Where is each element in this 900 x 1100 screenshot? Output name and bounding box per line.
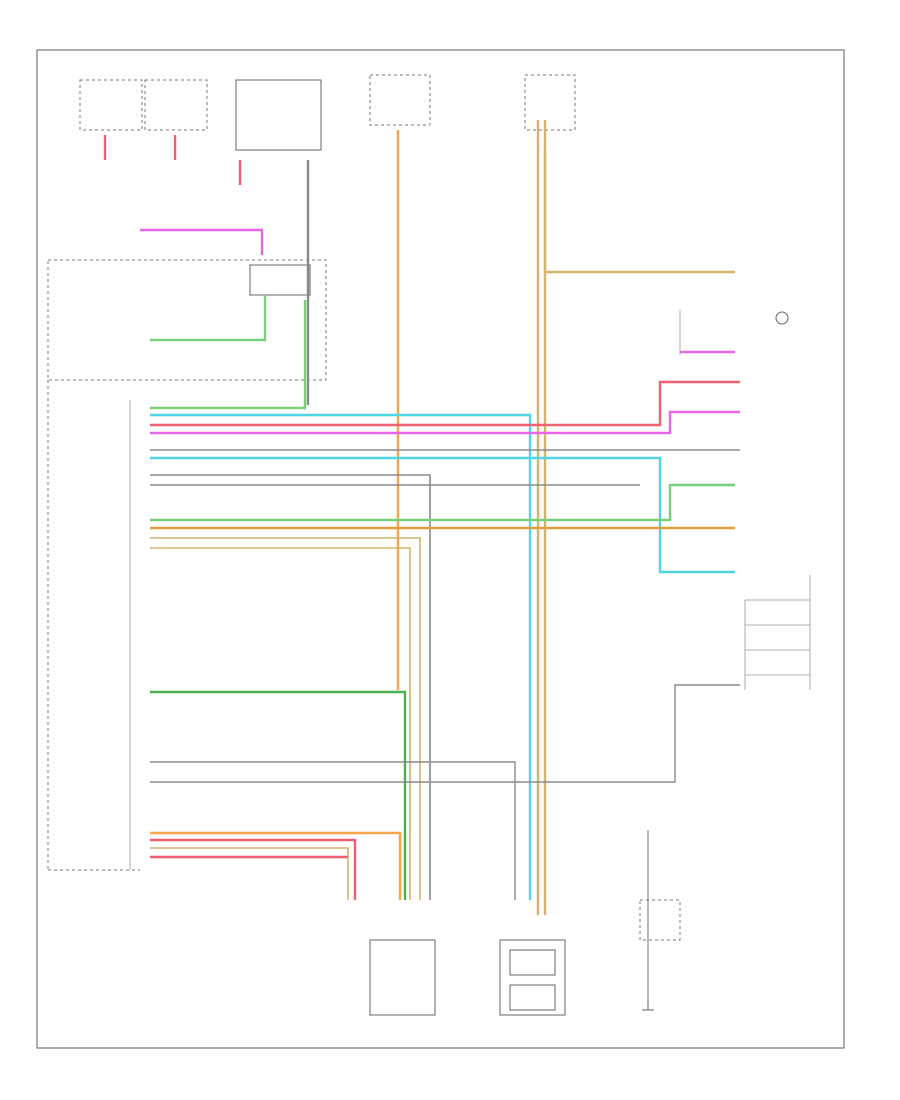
wire-tan-2 <box>150 537 421 900</box>
wire-pink-3 <box>150 838 357 900</box>
wire-gray-5 <box>150 684 740 783</box>
wire-magenta-top <box>140 228 264 255</box>
diagram-frame <box>36 49 845 1049</box>
wire-magenta-1 <box>150 410 740 435</box>
module-outline <box>47 259 327 381</box>
wire-tan-top-right <box>543 150 735 274</box>
switch-box <box>249 264 311 296</box>
shift-motor-box <box>369 939 436 1016</box>
wire-pink-1 <box>150 380 740 427</box>
wire-green-2 <box>150 483 735 522</box>
wire-green-3 <box>150 690 407 900</box>
wire-green-module <box>150 295 267 342</box>
lamp-icon <box>775 311 789 325</box>
wire-green-1 <box>150 300 307 410</box>
wire-gray-4 <box>150 761 516 900</box>
right-switch-group <box>679 310 811 690</box>
ground-icon <box>642 1000 654 1011</box>
harness-wires <box>103 120 740 1000</box>
wire-cyan-2 <box>150 456 735 574</box>
wire-cyan-1 <box>150 413 532 900</box>
wire-gray-2 <box>150 474 431 900</box>
wire-orange-3 <box>150 831 402 900</box>
wire-tan-4 <box>150 847 349 900</box>
top-fuse-block-left <box>79 74 576 151</box>
bottom-components <box>369 899 681 1016</box>
